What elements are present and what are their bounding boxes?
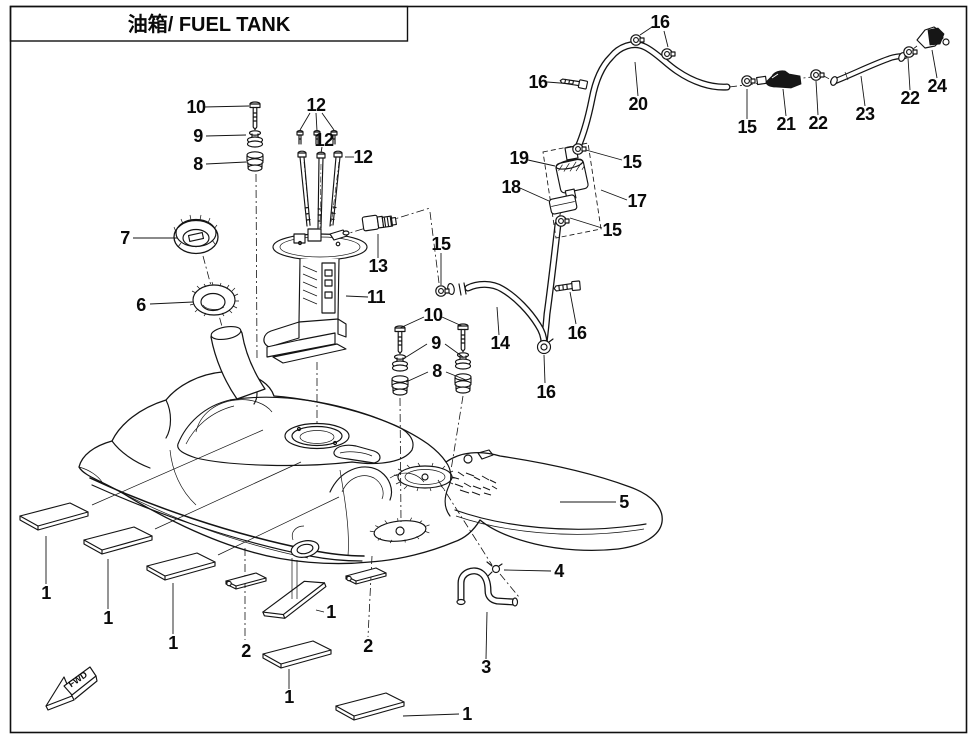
part-callout-12: 12	[306, 95, 326, 115]
part-3-hook-tube	[456, 567, 519, 607]
part-callout-1: 1	[41, 583, 51, 603]
part-callout-2: 2	[241, 641, 251, 661]
part-callout-9: 9	[431, 333, 441, 353]
part-callout-18: 18	[501, 177, 521, 197]
hose-20	[574, 41, 731, 151]
part-callout-10: 10	[186, 97, 206, 117]
part-callout-1: 1	[168, 633, 178, 653]
leader-lines	[45, 26, 938, 717]
part-6-gasket	[189, 281, 239, 317]
part-callout-22: 22	[808, 113, 828, 133]
part-callout-3: 3	[481, 657, 491, 677]
pad-mount-lines	[91, 429, 340, 599]
title-box	[9, 5, 409, 42]
part-4-clip	[486, 561, 503, 577]
part-13-sensor	[361, 214, 397, 232]
part-21-tee-fitting	[756, 70, 802, 89]
part-callout-9: 9	[193, 126, 203, 146]
hose-grommet	[536, 339, 552, 355]
part-11-fuel-pump	[263, 228, 368, 364]
part-callout-8: 8	[432, 361, 442, 381]
part-callout-13: 13	[368, 256, 388, 276]
part-callout-16: 16	[567, 323, 587, 343]
part-callout-2: 2	[363, 636, 373, 656]
part-16-bolts	[553, 78, 589, 292]
part-callout-15: 15	[602, 220, 622, 240]
fuel-tank-body-drawing	[78, 370, 663, 565]
part-callout-23: 23	[855, 104, 875, 124]
part-callout-20: 20	[628, 94, 648, 114]
part-callout-21: 21	[776, 114, 796, 134]
part-callout-19: 19	[509, 148, 529, 168]
part-12-screws	[296, 130, 343, 229]
part-callout-17: 17	[627, 191, 647, 211]
part-18-connector	[548, 194, 578, 215]
part-callout-1: 1	[462, 704, 472, 724]
part-callout-15: 15	[737, 117, 757, 137]
part-callout-6: 6	[136, 295, 146, 315]
part-callout-15: 15	[622, 152, 642, 172]
part-callout-7: 7	[120, 228, 130, 248]
part-callout-12: 12	[353, 147, 373, 167]
part-callout-4: 4	[554, 561, 564, 581]
part-callout-24: 24	[927, 76, 947, 96]
part-callout-10: 10	[423, 305, 443, 325]
part-callout-16: 16	[650, 12, 670, 32]
part-callout-16: 16	[536, 382, 556, 402]
part-19-fuel-filter	[555, 158, 589, 194]
filler-neck	[210, 325, 266, 400]
fwd-arrow: FWD	[45, 666, 98, 711]
part-17-filter-assembly	[542, 142, 602, 239]
part-callout-5: 5	[619, 492, 629, 512]
fuel-hoses	[447, 41, 908, 355]
part-callout-11: 11	[367, 287, 386, 307]
part-callout-14: 14	[490, 333, 510, 353]
part-callout-1: 1	[284, 687, 294, 707]
part-7-fuel-cap	[173, 214, 219, 255]
part-callout-15: 15	[431, 234, 451, 254]
part-callout-8: 8	[193, 154, 203, 174]
part-24-outlet-fitting	[916, 26, 950, 49]
part-callout-22: 22	[900, 88, 920, 108]
tank-label-patch	[451, 471, 498, 496]
part-callout-16: 16	[528, 72, 548, 92]
page-border	[9, 5, 968, 734]
part-callout-1: 1	[103, 608, 113, 628]
part-callout-12: 12	[314, 130, 334, 150]
page-title: 油箱/ FUEL TANK	[128, 12, 291, 36]
part-callout-1: 1	[326, 602, 336, 622]
